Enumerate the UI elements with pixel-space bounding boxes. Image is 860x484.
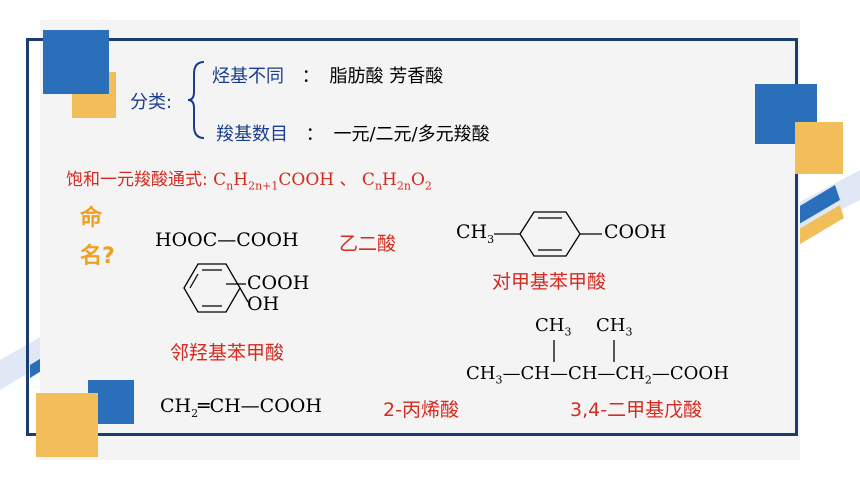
naming-heading-line-1: 命 (80, 206, 103, 231)
toluic-acid-ring (494, 211, 602, 257)
pentanoic-main-chain: CH3—CH—CH—CH2—COOH (466, 363, 729, 387)
classification-row-2-value: 一元/二元/多元羧酸 (333, 124, 490, 145)
toluic-acid-methyl-c: CH (456, 221, 488, 243)
salicylic-acid-oh: OH (247, 293, 280, 315)
content-frame (26, 38, 798, 436)
pentanoic-methyl-2: CH3 (596, 315, 633, 339)
acrylic-acid-part-2: CH—COOH (209, 395, 322, 417)
classification-row-1-value: 脂肪酸 芳香酸 (329, 66, 444, 87)
salicylic-acid-name: 邻羟基苯甲酸 (170, 342, 285, 364)
salicylic-acid-cooh: COOH (247, 272, 310, 294)
double-bond-icon: ═ (198, 395, 210, 417)
pentanoic-branch-bonds (553, 340, 615, 362)
naming-heading-line-2: 名? (80, 244, 115, 269)
pentanoic-chain-c: —COOH (651, 363, 729, 384)
general-formula-1: CnH2n+1COOH (213, 170, 335, 193)
classification-row-2-colon: ： (305, 124, 324, 145)
oxalic-acid-name: 乙二酸 (339, 233, 397, 255)
classification-row-2: 羧基数目 ： 一元/二元/多元羧酸 (216, 120, 490, 146)
brace-icon (187, 61, 205, 139)
pentanoic-chain-a: CH (466, 363, 496, 384)
toluic-acid-methyl: CH3 (456, 221, 495, 246)
general-formula-2: CnH2nO2 (361, 170, 432, 193)
square-yellow-bottomleft (36, 393, 98, 457)
acrylic-acid-name: 2-丙烯酸 (383, 399, 459, 421)
toluic-acid-name: 对甲基苯甲酸 (492, 271, 607, 293)
acrylic-acid-part-1: CH (160, 395, 192, 417)
general-formula-line: 饱和一元羧酸通式: CnH2n+1COOH 、 CnH2nO2 (66, 165, 432, 192)
general-formula-label: 饱和一元羧酸通式: (66, 170, 208, 190)
classification-label: 分类: (130, 92, 173, 113)
square-yellow-topright (795, 122, 843, 174)
acrylic-acid-formula: CH2═CH—COOH (160, 395, 322, 420)
classification-row-1-colon: ： (301, 66, 320, 87)
pentanoic-methyl-1-c: CH (535, 315, 565, 336)
classification-row-2-name: 羧基数目 (216, 124, 288, 145)
oxalic-acid-formula: HOOC—COOH (155, 229, 299, 251)
pentanoic-chain-b: —CH—CH—CH (502, 363, 645, 384)
pentanoic-methyl-1: CH3 (535, 315, 572, 339)
content-panel (40, 20, 800, 460)
toluic-acid-cooh: COOH (604, 221, 667, 243)
square-blue-topleft (43, 30, 109, 94)
general-formula-separator: 、 (339, 170, 357, 190)
pentanoic-acid-name: 3,4-二甲基戊酸 (570, 399, 703, 421)
salicylic-acid-ring (183, 263, 249, 313)
naming-heading: 命 名? (80, 206, 115, 270)
pentanoic-methyl-2-c: CH (596, 315, 626, 336)
classification-row-1: 烃基不同 ： 脂肪酸 芳香酸 (212, 62, 443, 88)
classification-row-1-name: 烃基不同 (212, 66, 284, 87)
